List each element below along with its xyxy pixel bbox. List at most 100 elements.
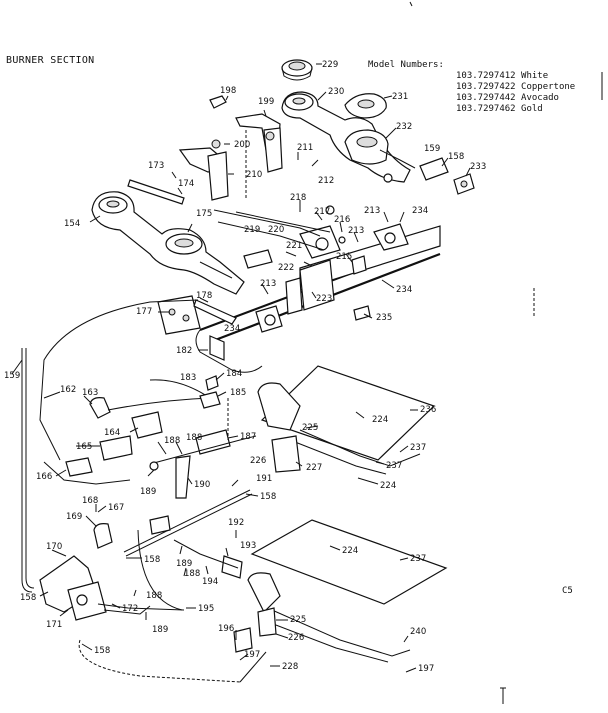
panel-222-223: [243, 249, 371, 321]
part-label-216: 216: [334, 215, 350, 225]
part-label-166: 166: [36, 472, 52, 482]
oven-burner-lower: [247, 519, 448, 663]
part-label-217: 217: [314, 207, 330, 217]
part-label-200: 200: [234, 140, 250, 150]
part-label-189: 189: [140, 487, 156, 497]
part-label-210: 210: [246, 170, 262, 180]
part-label-184: 184: [226, 369, 242, 379]
part-labels: 229 230 231 232 159 158 233 198 199 200 …: [4, 60, 486, 674]
part-label-172: 172: [122, 604, 138, 614]
part-label-237b: 237: [410, 554, 426, 564]
part-label-223: 223: [316, 294, 332, 304]
part-label-165: 165: [76, 442, 92, 452]
part-label-229: 229: [322, 60, 338, 70]
part-label-233: 233: [470, 162, 486, 172]
part-label-170: 170: [46, 542, 62, 552]
rod-191-group: [123, 489, 253, 579]
part-label-222: 222: [278, 263, 294, 273]
part-label-187: 188: [186, 433, 202, 443]
part-label-230: 230: [328, 87, 344, 97]
mark: [409, 1, 413, 7]
part-label-198: 198: [220, 86, 236, 96]
part-label-188b: 188: [184, 569, 200, 579]
tube-162: [21, 299, 199, 593]
part-label-213: 213: [364, 206, 380, 216]
part-label-182: 182: [176, 346, 192, 356]
tube-218: [213, 209, 321, 237]
part-label-234b: 234: [224, 324, 240, 334]
valve-cluster: [217, 205, 409, 315]
part-label-164: 164: [104, 428, 120, 438]
part-label-215: 215: [336, 252, 352, 262]
part-label-159b: 159: [4, 371, 20, 381]
part-label-189c: 189: [152, 625, 168, 635]
part-label-225b: 225: [290, 615, 306, 625]
part-label-238: 237: [410, 443, 426, 453]
part-label-240: 240: [410, 627, 426, 637]
part-label-189b: 189: [176, 559, 192, 569]
part-label-235: 234: [396, 285, 412, 295]
part-label-227: 227: [306, 463, 322, 473]
valve-bracket-group: [178, 95, 283, 201]
part-label-231: 231: [392, 92, 408, 102]
part-label-185: 185: [230, 388, 246, 398]
part-label-214: 213: [348, 226, 364, 236]
part-label-239: 237: [386, 461, 402, 471]
part-label-195: 195: [198, 604, 214, 614]
right-inlet: [419, 157, 475, 195]
part-label-232: 232: [396, 122, 412, 132]
part-label-193: 193: [240, 541, 256, 551]
corner-code: C5: [562, 586, 573, 596]
part-label-154: 154: [64, 219, 80, 229]
part-label-234: 234: [412, 206, 428, 216]
left-burner-assembly: [91, 191, 245, 295]
part-label-224c: 224: [342, 546, 358, 556]
part-label-173: 173: [148, 161, 164, 171]
right-burner-assembly: [281, 91, 416, 183]
model-numbers-block: Model Numbers: 103.7297412 White 103.729…: [368, 60, 575, 115]
part-label-162: 162: [60, 385, 76, 395]
part-label-168: 168: [82, 496, 98, 506]
part-label-228: 228: [282, 662, 298, 672]
part-label-158b: 158: [260, 492, 276, 502]
part-label-186: 187: [240, 432, 256, 442]
model-numbers-header: Model Numbers:: [368, 60, 444, 70]
burner-cap-229: [281, 59, 313, 81]
part-label-197: 197: [244, 650, 260, 660]
part-label-225: 225: [302, 423, 318, 433]
part-label-188: 188: [164, 436, 180, 446]
part-label-224: 224: [372, 415, 388, 425]
model-number-coppertone: 103.7297422 Coppertone: [456, 82, 576, 92]
part-label-192: 192: [228, 518, 244, 528]
part-label-191: 191: [256, 474, 272, 484]
part-label-163: 163: [82, 388, 98, 398]
valve-234-lower: [255, 305, 283, 333]
part-label-221: 221: [286, 241, 302, 251]
model-number-gold: 103.7297462 Gold: [456, 104, 543, 114]
valve-group-183-190: [149, 375, 257, 499]
part-label-197b: 197: [418, 664, 434, 674]
part-label-194: 194: [202, 577, 218, 587]
part-label-158c: 158: [144, 555, 160, 565]
part-label-196: 196: [218, 624, 234, 634]
part-label-169: 169: [66, 512, 82, 522]
part-label-226b: 226: [288, 633, 304, 643]
part-label-212: 212: [318, 176, 334, 186]
part-label-177: 177: [136, 307, 152, 317]
part-label-224b: 224: [380, 481, 396, 491]
part-label-183: 183: [180, 373, 196, 383]
diagram-title: BURNER SECTION: [6, 55, 95, 66]
part-label-226: 226: [250, 456, 266, 466]
oven-burner-upper: [257, 365, 436, 475]
part-label-175: 175: [196, 209, 212, 219]
part-label-220: 220: [268, 225, 284, 235]
thermostat-cluster: [39, 523, 185, 621]
part-label-188c: 188: [146, 591, 162, 601]
model-number-avocado: 103.7297442 Avocado: [456, 93, 559, 103]
part-label-213b: 213: [260, 279, 276, 289]
part-label-211: 211: [297, 143, 313, 153]
tube-228: [78, 627, 267, 683]
part-label-237: 236: [420, 405, 436, 415]
leader-lines: [11, 63, 471, 673]
